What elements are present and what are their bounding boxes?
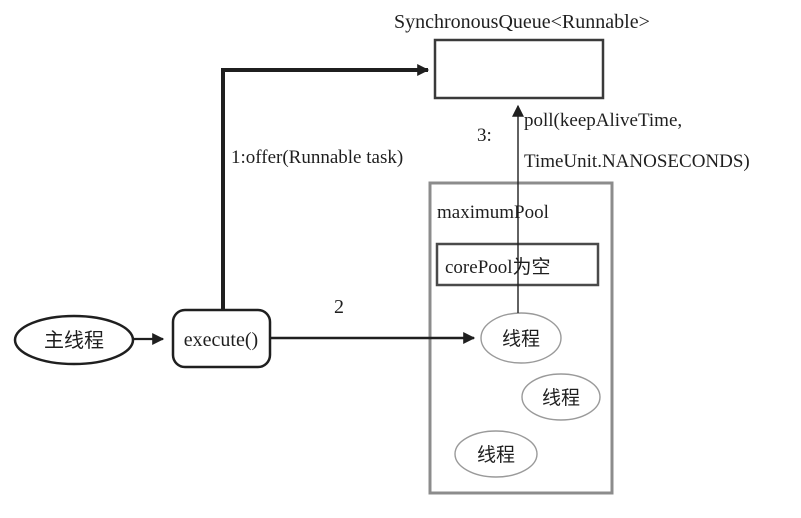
synchronous-queue-box — [433, 38, 605, 100]
thread-ellipse-2 — [521, 373, 601, 421]
poll-label-line1: poll(keepAliveTime, — [524, 110, 682, 131]
thread-label-1: 线程 — [502, 328, 540, 350]
step3-label: 3: — [477, 125, 492, 146]
execute-label: execute() — [184, 329, 258, 351]
core-pool-label: corePool为空 — [445, 256, 551, 278]
thread-ellipse-3 — [454, 430, 538, 478]
thread-label-2: 线程 — [542, 387, 580, 409]
offer-label: 1:offer(Runnable task) — [231, 147, 403, 168]
step2-label: 2 — [334, 296, 344, 318]
synchronous-queue-title: SynchronousQueue<Runnable> — [394, 11, 650, 33]
thread-label-3: 线程 — [477, 444, 515, 466]
main-thread-label: 主线程 — [44, 329, 104, 352]
main-thread-ellipse — [13, 314, 135, 366]
arrow-offer-to-queue — [221, 64, 430, 310]
poll-label-line2: TimeUnit.NANOSECONDS) — [524, 151, 750, 172]
thread-ellipse-1 — [480, 312, 562, 364]
maximum-pool-label: maximumPool — [437, 202, 549, 223]
